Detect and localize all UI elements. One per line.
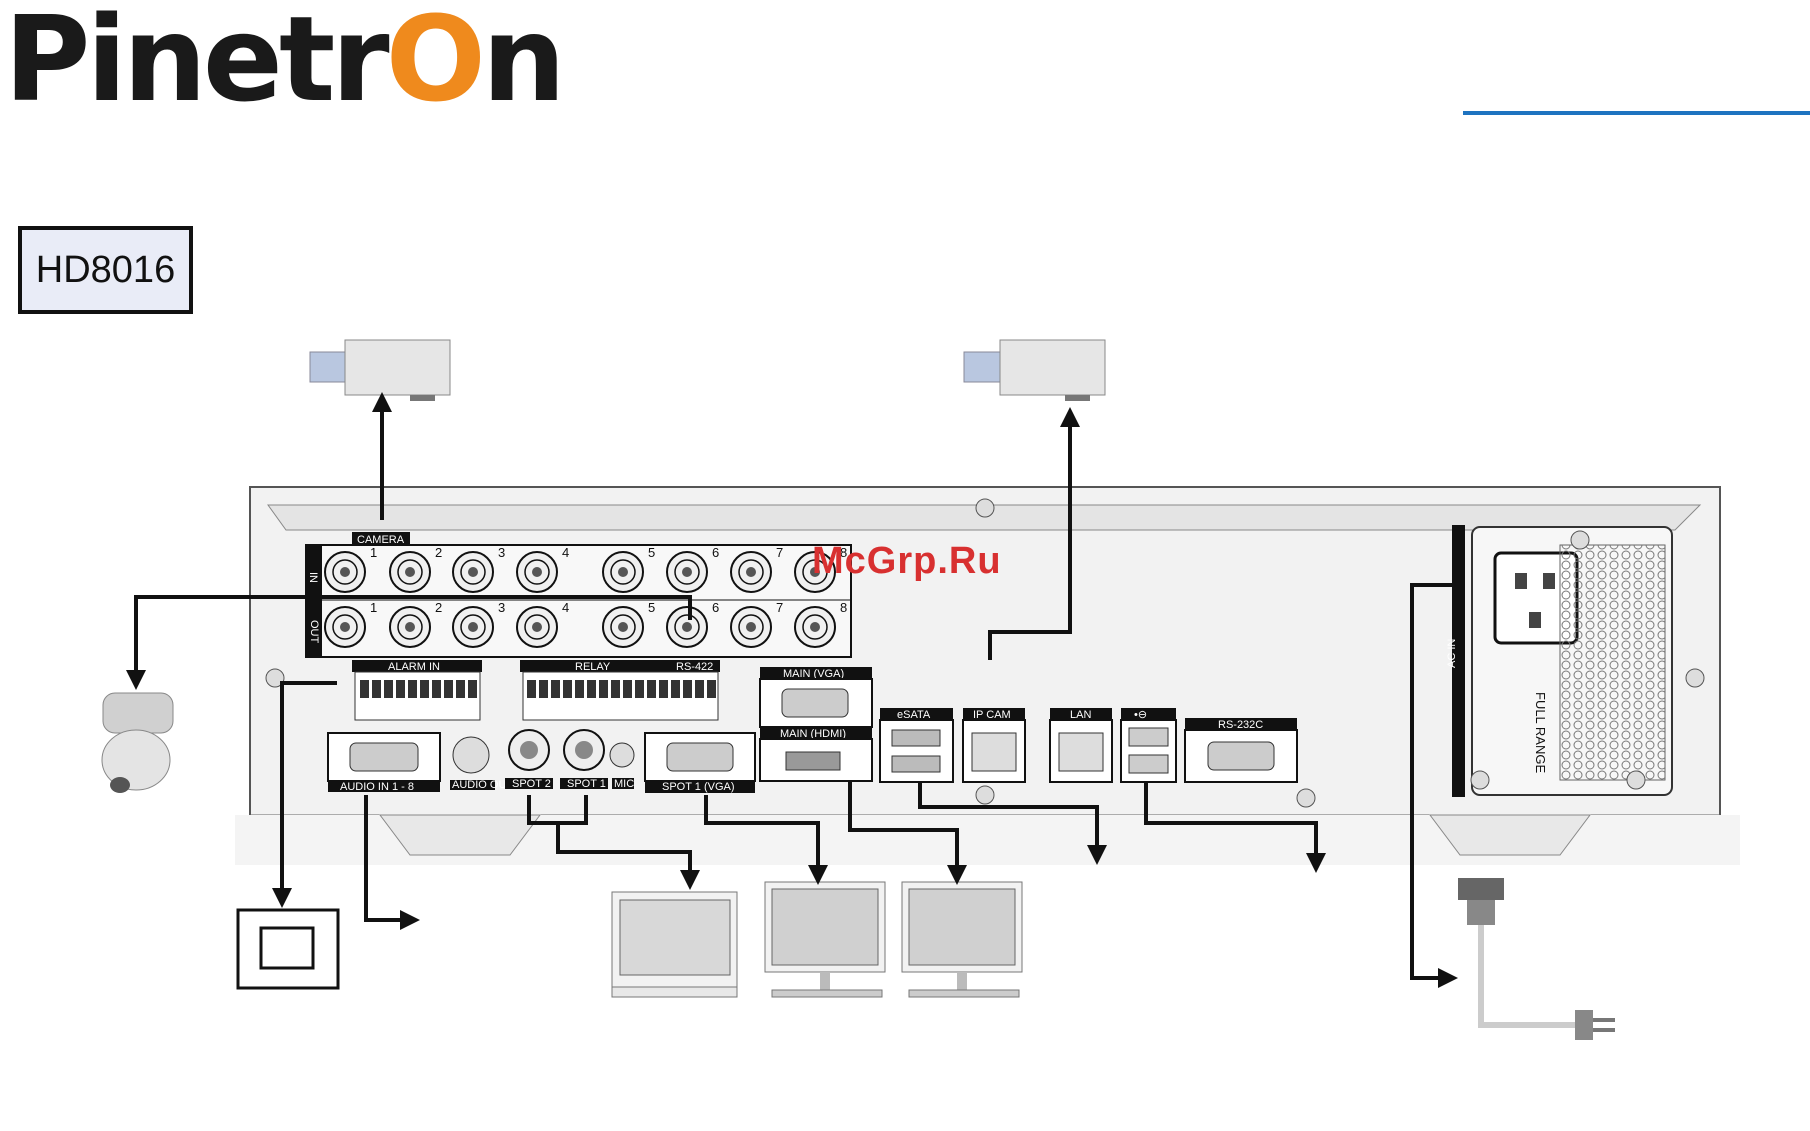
- bnc-number: 7: [776, 545, 783, 560]
- terminal-pin: [695, 680, 704, 698]
- terminal-pin: [360, 680, 369, 698]
- svg-text:SPOT 2: SPOT 2: [512, 778, 551, 790]
- terminal-pin: [659, 680, 668, 698]
- terminal-pin: [587, 680, 596, 698]
- svg-text:RS-422: RS-422: [676, 661, 713, 673]
- bnc-number: 1: [370, 545, 377, 560]
- audio-in-connector: AUDIO IN 1 - 8: [328, 733, 440, 793]
- svg-text:IN: IN: [307, 572, 319, 583]
- bnc-number: 1: [370, 600, 377, 615]
- terminal-pin: [575, 680, 584, 698]
- svg-text:FULL RANGE: FULL RANGE: [1533, 692, 1548, 773]
- terminal-pin: [396, 680, 405, 698]
- terminal-pin: [599, 680, 608, 698]
- terminal-pin: [420, 680, 429, 698]
- terminal-pin: [527, 680, 536, 698]
- terminal-pin: [408, 680, 417, 698]
- watermark: McGrp.Ru: [812, 540, 1002, 583]
- esata-ports: eSATA: [880, 708, 953, 782]
- power-cord-icon: [1458, 878, 1615, 1040]
- bnc-number: 6: [712, 600, 719, 615]
- svg-text:AUDIO OUT: AUDIO OUT: [452, 779, 513, 791]
- terminal-pin: [468, 680, 477, 698]
- ptz-dome-camera-icon: [102, 693, 173, 793]
- svg-text:AUDIO IN 1 - 8: AUDIO IN 1 - 8: [340, 781, 414, 793]
- bnc-number: 5: [648, 545, 655, 560]
- svg-text:RELAY: RELAY: [575, 661, 611, 673]
- terminal-pin: [647, 680, 656, 698]
- terminal-pin: [551, 680, 560, 698]
- spot1-vga-connector: SPOT 1 (VGA): [645, 733, 755, 793]
- camera-left-icon: [310, 340, 450, 401]
- bnc-number: 3: [498, 545, 505, 560]
- main-vga-hdmi-block: MAIN (VGA) MAIN (HDMI): [760, 667, 872, 781]
- spot-monitor-icon: [612, 892, 737, 997]
- rs232c-port: RS-232C: [1185, 718, 1297, 782]
- bnc-number: 6: [712, 545, 719, 560]
- bnc-number: 4: [562, 545, 569, 560]
- svg-text:SPOT 1 (VGA): SPOT 1 (VGA): [662, 781, 735, 793]
- terminal-pin: [539, 680, 548, 698]
- svg-text:ALARM IN: ALARM IN: [388, 661, 440, 673]
- terminal-pin: [563, 680, 572, 698]
- terminal-pin: [623, 680, 632, 698]
- ip-cam-port: IP CAM: [963, 708, 1025, 782]
- power-supply-block: AC IN FULL RANGE: [1446, 525, 1672, 797]
- terminal-pin: [683, 680, 692, 698]
- svg-text:OUT: OUT: [308, 620, 320, 644]
- bnc-number: 8: [840, 600, 847, 615]
- terminal-pin: [444, 680, 453, 698]
- terminal-pin: [671, 680, 680, 698]
- main-vga-monitor-icon: [765, 882, 885, 997]
- bnc-number: 4: [562, 600, 569, 615]
- svg-text:AC IN: AC IN: [1446, 639, 1458, 668]
- svg-text:MIC: MIC: [614, 778, 634, 790]
- terminal-pin: [635, 680, 644, 698]
- svg-text:CAMERA: CAMERA: [357, 534, 405, 546]
- bnc-number: 2: [435, 545, 442, 560]
- bnc-number: 3: [498, 600, 505, 615]
- lan-port: LAN: [1050, 708, 1112, 782]
- main-hdmi-monitor-icon: [902, 882, 1022, 997]
- sensor-box-icon: [238, 910, 338, 988]
- terminal-pin: [432, 680, 441, 698]
- usb-ports: •⊖: [1121, 708, 1176, 782]
- camera-right-icon: [964, 340, 1105, 401]
- terminal-pin: [611, 680, 620, 698]
- bnc-number: 2: [435, 600, 442, 615]
- camera-bnc-block: CAMERA IN OUT: [306, 532, 851, 657]
- bnc-number: 5: [648, 600, 655, 615]
- bnc-number: 7: [776, 600, 783, 615]
- terminal-pin: [384, 680, 393, 698]
- terminal-pin: [372, 680, 381, 698]
- terminal-pin: [456, 680, 465, 698]
- svg-text:SPOT 1: SPOT 1: [567, 778, 606, 790]
- terminal-pin: [707, 680, 716, 698]
